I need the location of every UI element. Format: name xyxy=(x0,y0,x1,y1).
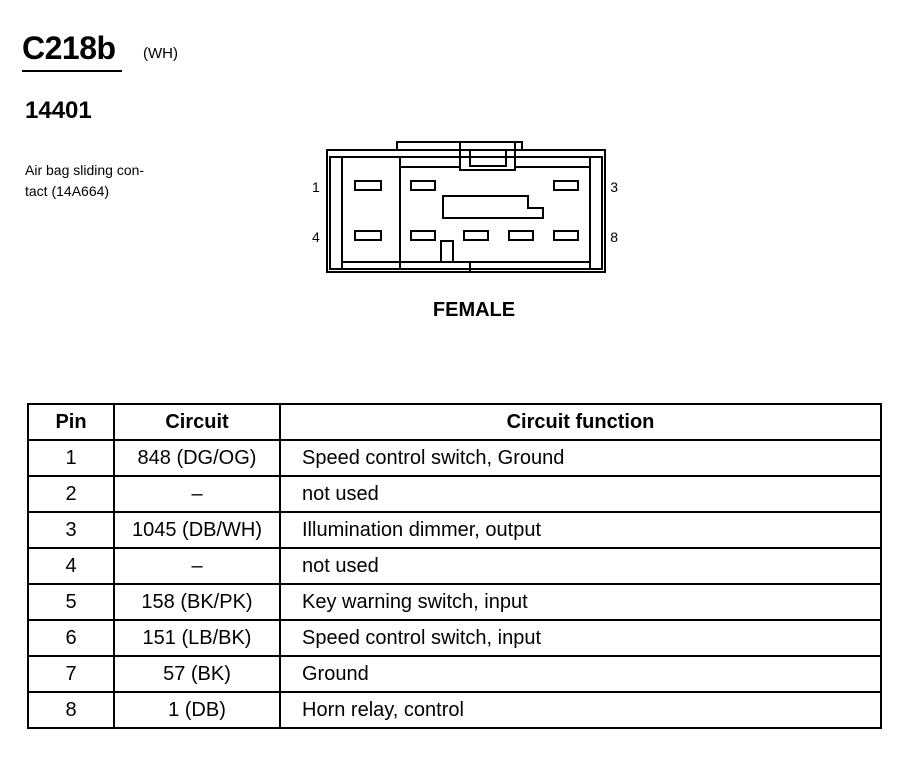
table-row: 8 1 (DB) Horn relay, control xyxy=(27,691,882,729)
connector-inner-outline xyxy=(329,156,603,270)
circuit-function: not used xyxy=(279,547,882,585)
circuit: – xyxy=(113,547,281,585)
polarization-tab xyxy=(440,240,454,263)
pin-label-1: 1 xyxy=(312,179,320,195)
table-header-row: Pin Circuit Circuit function xyxy=(27,403,882,441)
table-row: 3 1045 (DB/WH) Illumination dimmer, outp… xyxy=(27,511,882,549)
table-row: 2 – not used xyxy=(27,475,882,513)
circuit-function: Key warning switch, input xyxy=(279,583,882,621)
circuit: 57 (BK) xyxy=(113,655,281,693)
header-circuit: Circuit xyxy=(113,403,281,441)
pin-number: 3 xyxy=(27,511,115,549)
pin-cavity-6 xyxy=(463,230,489,241)
connector-id: C218b xyxy=(22,30,116,66)
pin-number: 1 xyxy=(27,439,115,477)
circuit: 151 (LB/BK) xyxy=(113,619,281,657)
pin-cavity-3 xyxy=(553,180,579,191)
pin-number: 7 xyxy=(27,655,115,693)
connector-id-underline xyxy=(22,70,122,72)
circuit: 1045 (DB/WH) xyxy=(113,511,281,549)
part-number: 14401 xyxy=(25,97,92,124)
pin-number: 6 xyxy=(27,619,115,657)
circuit-function: Ground xyxy=(279,655,882,693)
table-row: 7 57 (BK) Ground xyxy=(27,655,882,693)
pin-label-8: 8 xyxy=(610,229,618,245)
connector-color: (WH) xyxy=(143,45,178,62)
connector-outline xyxy=(326,149,606,273)
header-function: Circuit function xyxy=(279,403,882,441)
pin-label-4: 4 xyxy=(312,229,320,245)
connector-latch-inner xyxy=(459,142,516,171)
pin-cavity-8 xyxy=(553,230,579,241)
pin-table: Pin Circuit Circuit function 1 848 (DG/O… xyxy=(27,403,882,729)
circuit: – xyxy=(113,475,281,513)
table-row: 4 – not used xyxy=(27,547,882,585)
pin-cavity-2 xyxy=(410,180,436,191)
pin-cavity-7 xyxy=(508,230,534,241)
keying-block xyxy=(442,195,544,219)
view-label: FEMALE xyxy=(432,299,516,321)
pin-number: 8 xyxy=(27,691,115,729)
connector-latch-window xyxy=(469,149,507,167)
description-line: tact (14A664) xyxy=(25,183,110,199)
circuit: 1 (DB) xyxy=(113,691,281,729)
circuit: 848 (DG/OG) xyxy=(113,439,281,477)
circuit-function: Illumination dimmer, output xyxy=(279,511,882,549)
pin-label-3: 3 xyxy=(610,179,618,195)
circuit: 158 (BK/PK) xyxy=(113,583,281,621)
pin-cavity-5 xyxy=(410,230,436,241)
table-row: 1 848 (DG/OG) Speed control switch, Grou… xyxy=(27,439,882,477)
pin-number: 2 xyxy=(27,475,115,513)
connector-description: Air bag sliding con- tact (14A664) xyxy=(25,160,175,202)
pin-cavity-1 xyxy=(354,180,382,191)
header-pin: Pin xyxy=(27,403,115,441)
pin-number: 4 xyxy=(27,547,115,585)
table-row: 5 158 (BK/PK) Key warning switch, input xyxy=(27,583,882,621)
circuit-function: Horn relay, control xyxy=(279,691,882,729)
pin-number: 5 xyxy=(27,583,115,621)
pin-cavity-4 xyxy=(354,230,382,241)
circuit-function: Speed control switch, Ground xyxy=(279,439,882,477)
connector-face-diagram: 1 3 4 8 xyxy=(312,141,618,273)
description-line: Air bag sliding con- xyxy=(25,162,145,178)
circuit-function: not used xyxy=(279,475,882,513)
circuit-function: Speed control switch, input xyxy=(279,619,882,657)
table-row: 6 151 (LB/BK) Speed control switch, inpu… xyxy=(27,619,882,657)
